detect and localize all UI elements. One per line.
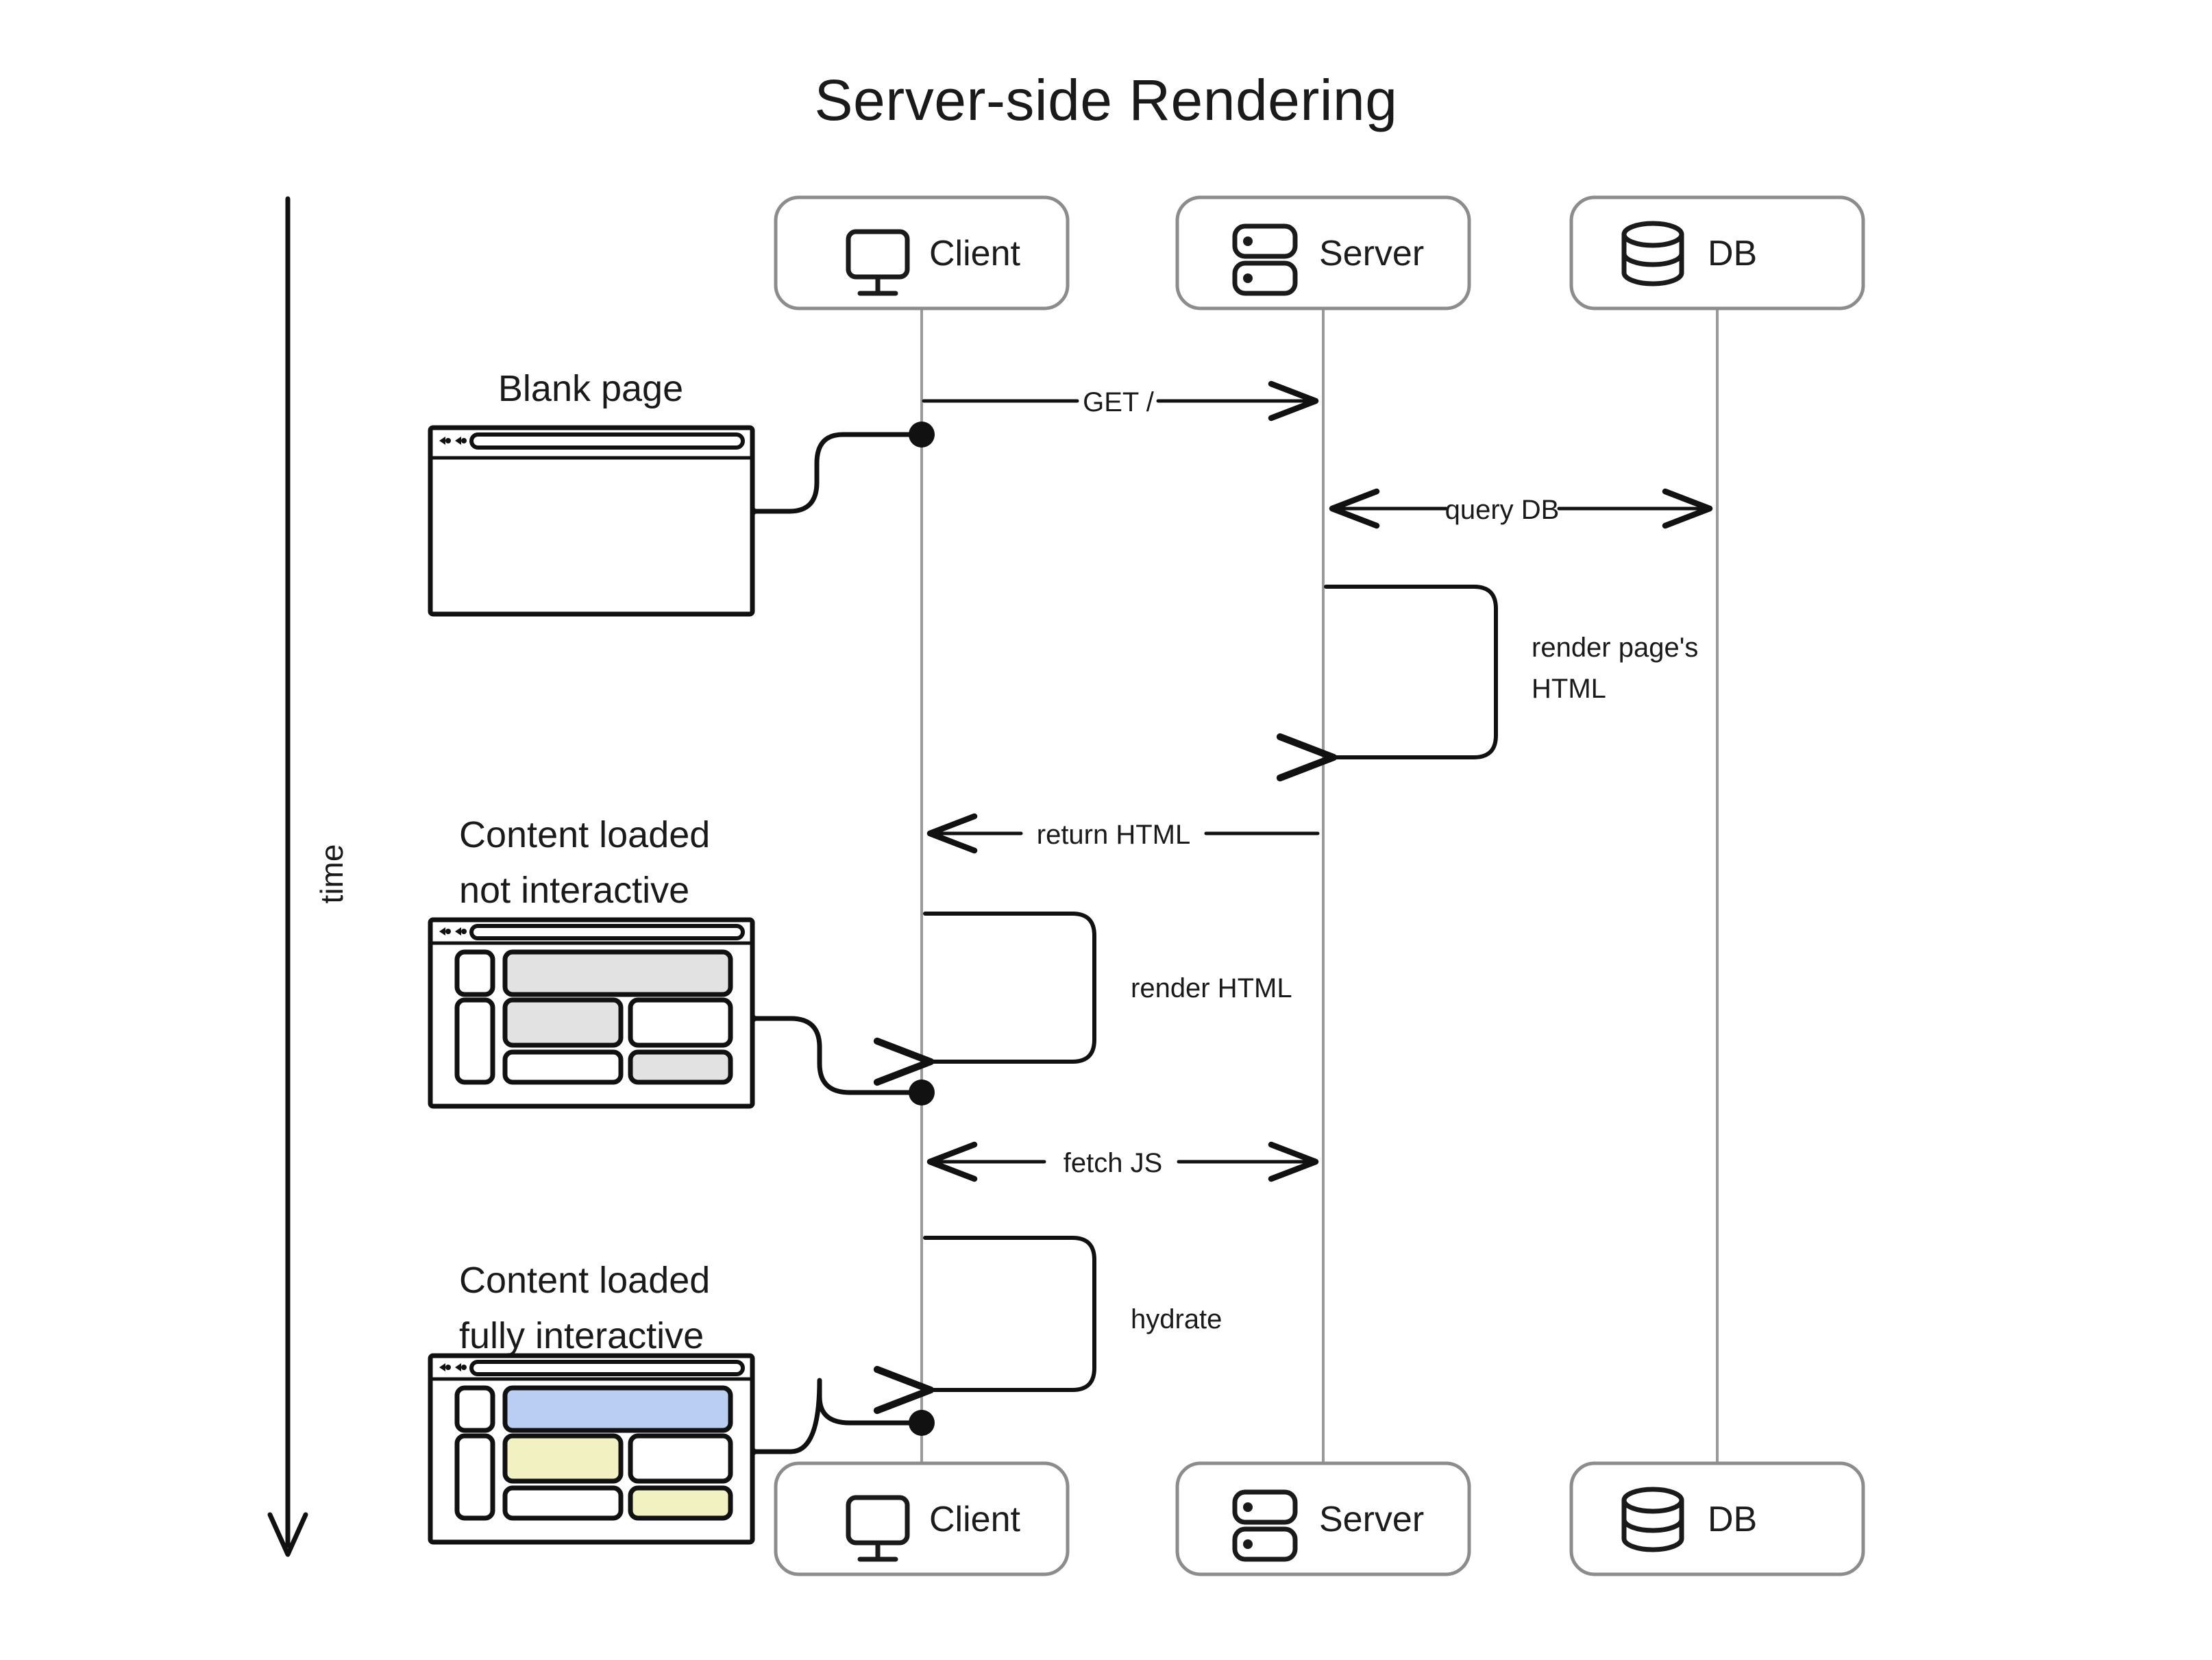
message-label-line1: render page's xyxy=(1532,633,1698,663)
server-rack-icon xyxy=(1232,223,1298,296)
message-fetch-js: fetch JS xyxy=(926,1141,1319,1182)
content-block-hero-banner xyxy=(502,949,733,997)
snapshot-caption-line2: fully interactive xyxy=(459,1315,704,1356)
message-get-root: GET / xyxy=(922,380,1319,422)
content-block-bottom-right xyxy=(628,1485,733,1521)
participant-header-db[interactable]: DB xyxy=(1569,195,1865,310)
browser-nav-dots-icon xyxy=(439,1363,467,1371)
callout-connector-content-interactive xyxy=(686,1378,924,1480)
message-label: fetch JS xyxy=(1064,1148,1163,1178)
message-return-html: return HTML xyxy=(926,813,1320,854)
browser-address-bar xyxy=(469,1360,745,1376)
snapshot-caption-line1: Content loaded xyxy=(459,1260,710,1301)
content-block-hero-banner xyxy=(502,1385,733,1433)
self-loop-path xyxy=(1276,585,1498,782)
participant-box xyxy=(774,195,1070,310)
browser-nav-dots-icon xyxy=(439,437,467,445)
callout-connector-content-static xyxy=(686,990,924,1095)
time-axis: time xyxy=(267,196,349,1557)
content-block-sidebar-top xyxy=(454,1385,495,1433)
content-block-sidebar-bottom xyxy=(454,1433,495,1521)
content-block-bottom-left xyxy=(502,1485,624,1521)
participant-footer-server[interactable]: Server xyxy=(1175,1461,1471,1576)
self-loop-path xyxy=(873,1236,1096,1415)
snapshot-content-interactive: Content loaded fully interactive xyxy=(428,1260,755,1545)
page-title: Server-side Rendering xyxy=(815,68,1398,132)
message-render-html: render HTML xyxy=(873,912,1292,1086)
content-block-card-mid-right xyxy=(628,997,733,1048)
message-label: hydrate xyxy=(1131,1304,1222,1334)
content-block-bottom-left xyxy=(502,1049,624,1085)
database-cylinder-icon xyxy=(1621,1487,1684,1552)
browser-address-bar xyxy=(469,432,745,450)
content-block-sidebar-top xyxy=(454,949,495,997)
participant-label: DB xyxy=(1708,1500,1757,1539)
snapshot-content-static: Content loaded not interactive xyxy=(428,814,755,1109)
message-label: return HTML xyxy=(1037,820,1191,850)
content-block-bottom-right xyxy=(628,1049,733,1085)
message-label-line2: HTML xyxy=(1532,674,1606,704)
participant-label: DB xyxy=(1708,234,1757,273)
self-loop-path xyxy=(873,912,1096,1086)
message-render-pages-html: render page's HTML xyxy=(1276,585,1698,782)
participant-footer-client[interactable]: Client xyxy=(774,1461,1070,1576)
snapshot-caption-line1: Content loaded xyxy=(459,814,710,855)
participant-footer-db[interactable]: DB xyxy=(1569,1461,1865,1576)
message-hydrate: hydrate xyxy=(873,1236,1222,1415)
lifelines xyxy=(920,308,1719,1480)
content-block-card-mid-right xyxy=(628,1433,733,1484)
participant-header-client[interactable]: Client xyxy=(774,195,1070,310)
message-label: GET / xyxy=(1083,387,1155,417)
participant-label: Client xyxy=(929,234,1020,273)
callout-connector-blank-page xyxy=(686,432,924,539)
time-axis-label: time xyxy=(314,844,349,904)
snapshot-caption: Blank page xyxy=(498,368,683,409)
snapshot-caption-line2: not interactive xyxy=(459,870,689,911)
time-axis-arrowhead xyxy=(267,1512,308,1557)
participant-label: Server xyxy=(1319,234,1424,273)
participant-label: Server xyxy=(1319,1500,1424,1539)
browser-address-bar xyxy=(469,924,745,940)
browser-window-frame xyxy=(428,425,755,617)
message-query-db: query DB xyxy=(1329,488,1713,529)
snapshot-blank-page: Blank page xyxy=(428,368,755,617)
message-label: render HTML xyxy=(1131,973,1292,1003)
server-rack-icon xyxy=(1232,1489,1298,1562)
monitor-icon xyxy=(846,229,910,296)
message-label: query DB xyxy=(1445,495,1560,525)
monitor-icon xyxy=(846,1495,910,1562)
content-block-card-mid-left xyxy=(502,997,624,1048)
browser-nav-dots-icon xyxy=(439,927,467,936)
participant-header-server[interactable]: Server xyxy=(1175,195,1471,310)
participant-box xyxy=(774,1461,1070,1576)
database-cylinder-icon xyxy=(1621,221,1684,286)
participant-label: Client xyxy=(929,1500,1020,1539)
content-block-sidebar-bottom xyxy=(454,997,495,1085)
content-block-card-mid-left xyxy=(502,1433,624,1484)
